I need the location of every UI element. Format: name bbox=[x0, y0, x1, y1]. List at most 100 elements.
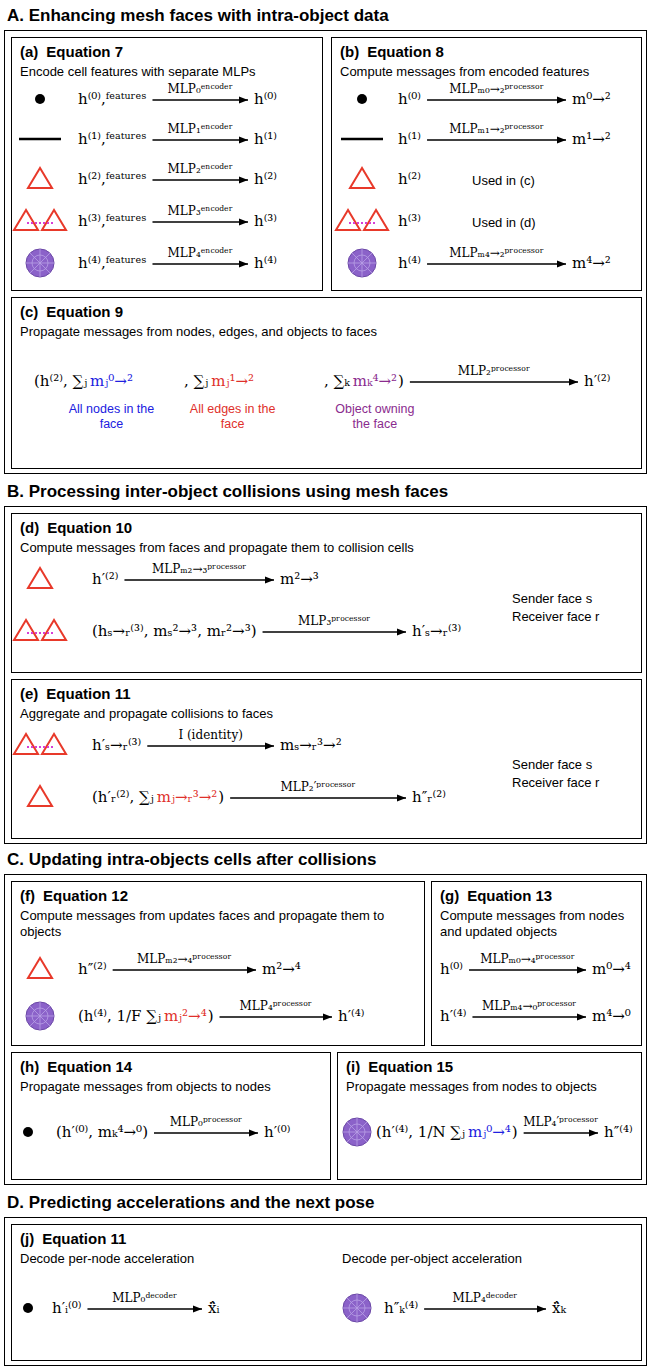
panel-heading: (f) bbox=[20, 887, 35, 904]
panel-description: Compute messages from nodes and updated … bbox=[440, 908, 635, 941]
row-arrow bbox=[152, 263, 248, 264]
node-icon bbox=[35, 94, 45, 104]
math-term: m¹→² bbox=[572, 130, 611, 150]
mlp-label: MLPₘ₂→₄ᵖʳᵒᶜᵉˢˢᵒʳ bbox=[137, 952, 232, 968]
math-term: h′⁽⁰⁾ bbox=[264, 1123, 290, 1143]
panel-heading: Equation 11 bbox=[42, 1230, 126, 1247]
node-icon bbox=[23, 1127, 33, 1137]
math-term: (h⁽⁴⁾, 1/F ∑ⱼ bbox=[78, 1007, 161, 1027]
math-term: h⁽⁰⁾ bbox=[254, 90, 277, 110]
math-term: (h′ᵣ⁽²⁾, ∑ⱼ bbox=[92, 788, 154, 808]
mlp-label: MLP₄ᵈᵉᶜᵒᵈᵉʳ bbox=[453, 1291, 518, 1307]
math-term: h′ᵢ⁽⁰⁾ bbox=[52, 1299, 81, 1319]
mlp-label: MLP₃ᵉⁿᶜᵒᵈᵉʳ bbox=[168, 204, 233, 220]
panel-heading: Equation 12 bbox=[43, 887, 128, 904]
panel-description: Compute messages from encoded features bbox=[340, 64, 635, 80]
math-term: , ∑ₖ bbox=[324, 372, 350, 392]
object-icon bbox=[343, 1294, 371, 1322]
equation-panel: (b)Equation 8Compute messages from encod… bbox=[331, 37, 642, 291]
row-arrow bbox=[154, 1132, 258, 1133]
math-term: ) bbox=[208, 1007, 214, 1027]
face-icon bbox=[350, 168, 374, 188]
panel-heading: (i) bbox=[346, 1058, 360, 1075]
row-arrow bbox=[469, 969, 586, 970]
math-term: h⁽¹⁾ bbox=[398, 130, 421, 150]
equation-panel: (d)Equation 10Compute messages from face… bbox=[11, 513, 642, 673]
panel-description: Propagate messages from nodes, edges, an… bbox=[20, 324, 620, 340]
mlp-label: I (identity) bbox=[178, 728, 243, 744]
side-note: Sender face s bbox=[512, 591, 592, 606]
math-term: m⁰→² bbox=[572, 90, 611, 110]
panel-heading: Equation 15 bbox=[368, 1058, 453, 1075]
mlp-label: MLPₘ₂→₃ᵖʳᵒᶜᵉˢˢᵒʳ bbox=[152, 562, 247, 578]
mlp-label: MLP₀ᵖʳᵒᶜᵉˢˢᵒʳ bbox=[170, 1115, 242, 1131]
section-box: B. Processing inter-object collisions us… bbox=[4, 506, 647, 844]
mlp-label: MLP₄ᵉⁿᶜᵒᵈᵉʳ bbox=[168, 246, 233, 262]
section-title: A. Enhancing mesh faces with intra-objec… bbox=[7, 6, 389, 26]
panel-heading: (h) bbox=[20, 1058, 39, 1075]
panel-description: Encode cell features with separate MLPs bbox=[20, 64, 316, 80]
face-icon bbox=[28, 168, 52, 188]
row-arrow bbox=[410, 381, 578, 382]
equation-panel: (h)Equation 14Propagate messages from ob… bbox=[11, 1052, 331, 1180]
equation-panel: (e)Equation 11Aggregate and propagate co… bbox=[11, 679, 642, 839]
side-note: Receiver face r bbox=[512, 775, 599, 790]
math-term: (h′⁽⁴⁾, 1/N ∑ⱼ bbox=[376, 1123, 465, 1143]
row-arrow bbox=[152, 139, 248, 140]
math-term: m⁰→⁴ bbox=[592, 960, 631, 980]
panel-heading: (g) bbox=[440, 887, 459, 904]
object-icon bbox=[26, 1002, 54, 1030]
row-arrow bbox=[427, 99, 566, 100]
equation-panel: (j)Equation 11Decode per-node accelerati… bbox=[11, 1224, 642, 1361]
row-arrow bbox=[152, 99, 248, 100]
row-arrow bbox=[87, 1308, 202, 1309]
math-term: h′⁽⁴⁾ bbox=[440, 1007, 466, 1027]
panel-heading: (d) bbox=[20, 519, 39, 536]
row-arrow bbox=[427, 139, 566, 140]
object-icon bbox=[343, 1118, 371, 1146]
node-icon bbox=[357, 94, 367, 104]
math-term: h⁽¹⁾ bbox=[254, 130, 277, 150]
row-arrow bbox=[124, 579, 274, 580]
section-title: B. Processing inter-object collisions us… bbox=[7, 482, 448, 502]
math-term: h′⁽²⁾ bbox=[92, 570, 118, 590]
math-term: , ∑ⱼ bbox=[184, 372, 208, 392]
row-arrow bbox=[263, 631, 406, 632]
math-term: h⁽⁴⁾ bbox=[398, 254, 421, 274]
equation-panel: (a)Equation 7Encode cell features with s… bbox=[11, 37, 323, 291]
math-term: h⁽³⁾ bbox=[398, 212, 421, 232]
equation-panel: (i)Equation 15Propagate messages from no… bbox=[337, 1052, 642, 1180]
math-term: h⁽⁰⁾ bbox=[398, 90, 421, 110]
math-term: h″ₖ⁽⁴⁾ bbox=[384, 1299, 418, 1319]
panel-description: Compute messages from updates faces and … bbox=[20, 908, 418, 941]
math-term: mₛ→ᵣ³→² bbox=[280, 736, 342, 756]
panel-heading: Equation 7 bbox=[46, 43, 123, 60]
math-term: mⱼ¹→² bbox=[211, 372, 254, 392]
mlp-label: MLPₘ₄→₂ᵖʳᵒᶜᵉˢˢᵒʳ bbox=[449, 246, 544, 262]
row-arrow bbox=[524, 1132, 598, 1133]
node-icon bbox=[23, 1303, 33, 1313]
math-term: h″ᵣ⁽²⁾ bbox=[412, 788, 446, 808]
panel-heading: (b) bbox=[340, 43, 359, 60]
collision-icon bbox=[336, 210, 388, 230]
side-note: Used in (c) bbox=[472, 173, 535, 188]
row-arrow bbox=[230, 797, 406, 798]
mlp-label: MLP₀ᵉⁿᶜᵒᵈᵉʳ bbox=[168, 82, 233, 98]
edge-icon bbox=[19, 139, 61, 140]
math-term: h″⁽²⁾ bbox=[78, 960, 107, 980]
collision-icon bbox=[14, 620, 66, 640]
section-box: A. Enhancing mesh faces with intra-objec… bbox=[4, 30, 647, 474]
equation-panel: (f) Equation 12 Compute messages from upda… bbox=[11, 881, 425, 1046]
mlp-label: MLP₀ᵈᵉᶜᵒᵈᵉʳ bbox=[112, 1291, 177, 1307]
row-arrow bbox=[152, 221, 248, 222]
section-title: D. Predicting accelerations and the next… bbox=[7, 1193, 375, 1213]
panel-description: Compute messages from faces and propagat… bbox=[20, 540, 620, 556]
panel-heading: (j) bbox=[20, 1230, 34, 1247]
mlp-label: MLPₘ₀→₂ᵖʳᵒᶜᵉˢˢᵒʳ bbox=[449, 82, 544, 98]
math-term: h′ₛ→ᵣ⁽³⁾ bbox=[92, 736, 141, 756]
mlp-label: MLPₘ₄→₀ᵖʳᵒᶜᵉˢˢᵒʳ bbox=[482, 999, 577, 1015]
face-icon bbox=[28, 958, 52, 978]
math-term: mⱼ→ᵣ³→² bbox=[157, 788, 218, 808]
math-term: h′ₛ→ᵣ⁽³⁾ bbox=[412, 622, 461, 642]
math-term: (hₛ→ᵣ⁽³⁾, mₛ²→³, mᵣ²→³) bbox=[92, 622, 257, 642]
